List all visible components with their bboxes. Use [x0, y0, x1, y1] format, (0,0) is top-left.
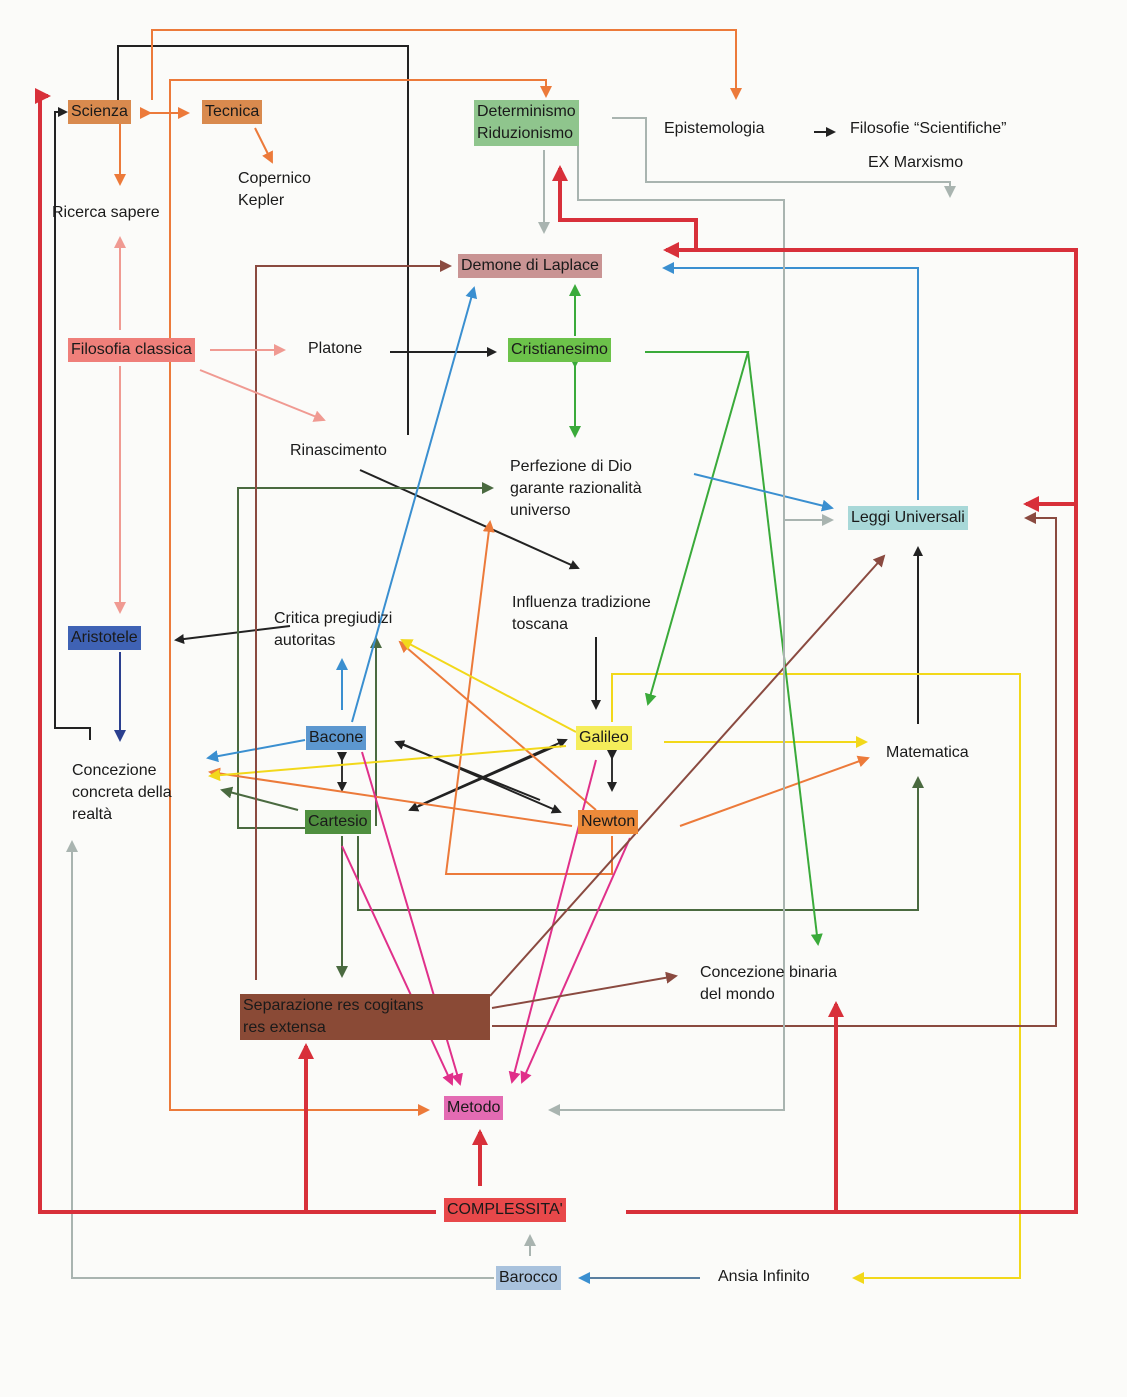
node-concezione-concreta: Concezione concreta della realtà — [72, 760, 172, 826]
node-barocco: Barocco — [496, 1266, 561, 1290]
node-matematica: Matematica — [886, 744, 969, 761]
node-separazione-line2: res extensa — [243, 1019, 326, 1036]
node-perfezione-di-dio: Perfezione di Dio garante razionalità un… — [510, 456, 642, 522]
node-concezione-line1: Concezione — [72, 762, 157, 779]
node-complessita: COMPLESSITA' — [444, 1198, 566, 1222]
arrow-cartesio-matematica — [357, 776, 924, 911]
node-bacone: Bacone — [306, 726, 367, 750]
node-rinascimento: Rinascimento — [290, 442, 387, 459]
arrow-rinascimento-scienza — [117, 45, 409, 435]
node-concezione-binaria: Concezione binaria del mondo — [700, 962, 837, 1006]
arrow-newton-matematica — [679, 755, 870, 827]
node-tecnica: Tecnica — [202, 100, 263, 124]
node-cartesio: Cartesio — [305, 810, 371, 834]
arrow-complessita-scienza — [35, 88, 436, 1214]
arrow-red-determinismo — [552, 165, 698, 250]
node-galileo: Galileo — [576, 726, 632, 750]
arrow-galileo-cartesio — [408, 745, 557, 812]
arrow-complessita-binaria — [626, 242, 1078, 1214]
node-cristianesimo: Cristianesimo — [508, 338, 611, 362]
node-aristotele: Aristotele — [68, 626, 141, 650]
node-influenza-tradizione: Influenza tradizione toscana — [512, 592, 651, 636]
node-determinismo-line1: Determinismo — [477, 103, 576, 120]
node-leggi-universali: Leggi Universali — [848, 506, 968, 530]
node-newton: Newton — [578, 810, 639, 834]
arrow-newton-concezione — [208, 767, 573, 827]
arrow-separazione-leggi-2 — [492, 512, 1057, 1027]
arrow-cartesio-concezione — [220, 786, 299, 811]
node-influenza-line1: Influenza tradizione — [512, 594, 651, 611]
node-platone: Platone — [308, 340, 363, 357]
arrow-determinismo-filosofie — [612, 117, 956, 198]
arrow-newton-critica — [398, 640, 597, 811]
arrow-scienza-epistemologia — [151, 29, 742, 100]
arrow-newton-bacone — [394, 740, 541, 801]
arrow-galileo-metodo — [508, 759, 597, 1084]
arrow-separazione-leggi — [489, 554, 886, 997]
arrow-rinascimento-influenza — [359, 469, 580, 570]
arrow-perfezione-leggi — [693, 473, 834, 512]
node-ricerca-sapere: Ricerca sapere — [52, 204, 160, 221]
arrow-separazione-demone — [255, 260, 452, 980]
node-critica-pregiudizi: Critica pregiudizi autoritas — [274, 608, 392, 652]
arrow-scienza-metodo — [169, 118, 430, 1116]
node-binaria-line1: Concezione binaria — [700, 964, 837, 981]
arrow-newton-metodo — [520, 837, 631, 1084]
arrow-scienza-determinismo — [169, 79, 552, 118]
node-copernico: Copernico Kepler — [238, 168, 311, 212]
arrow-filosofia-rinascimento — [199, 369, 326, 422]
node-concezione-line2: concreta della — [72, 784, 172, 801]
node-epistemologia: Epistemologia — [664, 120, 765, 137]
arrow-separazione-binaria — [491, 971, 678, 1009]
node-copernico-line1: Copernico — [238, 170, 311, 187]
node-critica-line2: autoritas — [274, 632, 336, 649]
node-determinismo-line2: Riduzionismo — [477, 125, 574, 142]
node-influenza-line2: toscana — [512, 616, 569, 633]
node-separazione-res: Separazione res cogitans res extensa — [240, 994, 490, 1040]
arrow-barocco-concezione — [66, 840, 494, 1279]
arrow-concezione-scienza — [54, 107, 91, 740]
node-filosofie-scientifiche: Filosofie “Scientifiche” — [850, 120, 1007, 137]
node-metodo: Metodo — [444, 1096, 504, 1120]
node-separazione-line1: Separazione res cogitans — [243, 997, 424, 1014]
arrow-galileo-critica — [400, 639, 577, 733]
node-determinismo: Determinismo Riduzionismo — [474, 100, 579, 146]
arrow-cartesio-metodo — [341, 845, 454, 1086]
node-copernico-line2: Kepler — [238, 192, 285, 209]
node-perfezione-line2: garante razionalità — [510, 480, 642, 497]
node-scienza: Scienza — [68, 100, 131, 124]
arrow-determinismo-metodo — [548, 146, 785, 1116]
node-demone-laplace: Demone di Laplace — [458, 254, 602, 278]
arrow-galileo-concezione — [208, 745, 567, 782]
node-perfezione-line1: Perfezione di Dio — [510, 458, 632, 475]
arrow-cristianesimo-galileo — [644, 351, 750, 706]
arrow-tecnica-copernico — [254, 127, 273, 164]
node-ansia-infinito: Ansia Infinito — [718, 1268, 810, 1285]
node-filosofia-classica: Filosofia classica — [68, 338, 195, 362]
node-concezione-line3: realtà — [72, 806, 113, 823]
node-critica-line1: Critica pregiudizi — [274, 610, 393, 627]
arrow-cartesio-perfezione — [237, 482, 494, 829]
arrow-critica-aristotele — [174, 625, 291, 644]
node-ex-marxismo: EX Marxismo — [868, 154, 964, 171]
arrow-leggi-demone — [662, 262, 919, 500]
node-binaria-line2: del mondo — [700, 986, 775, 1003]
arrow-bacone-demone — [351, 286, 478, 723]
arrow-newton-perfezione — [444, 520, 613, 875]
arrow-galileo-ansia — [611, 673, 1021, 1284]
node-perfezione-line3: universo — [510, 502, 571, 519]
